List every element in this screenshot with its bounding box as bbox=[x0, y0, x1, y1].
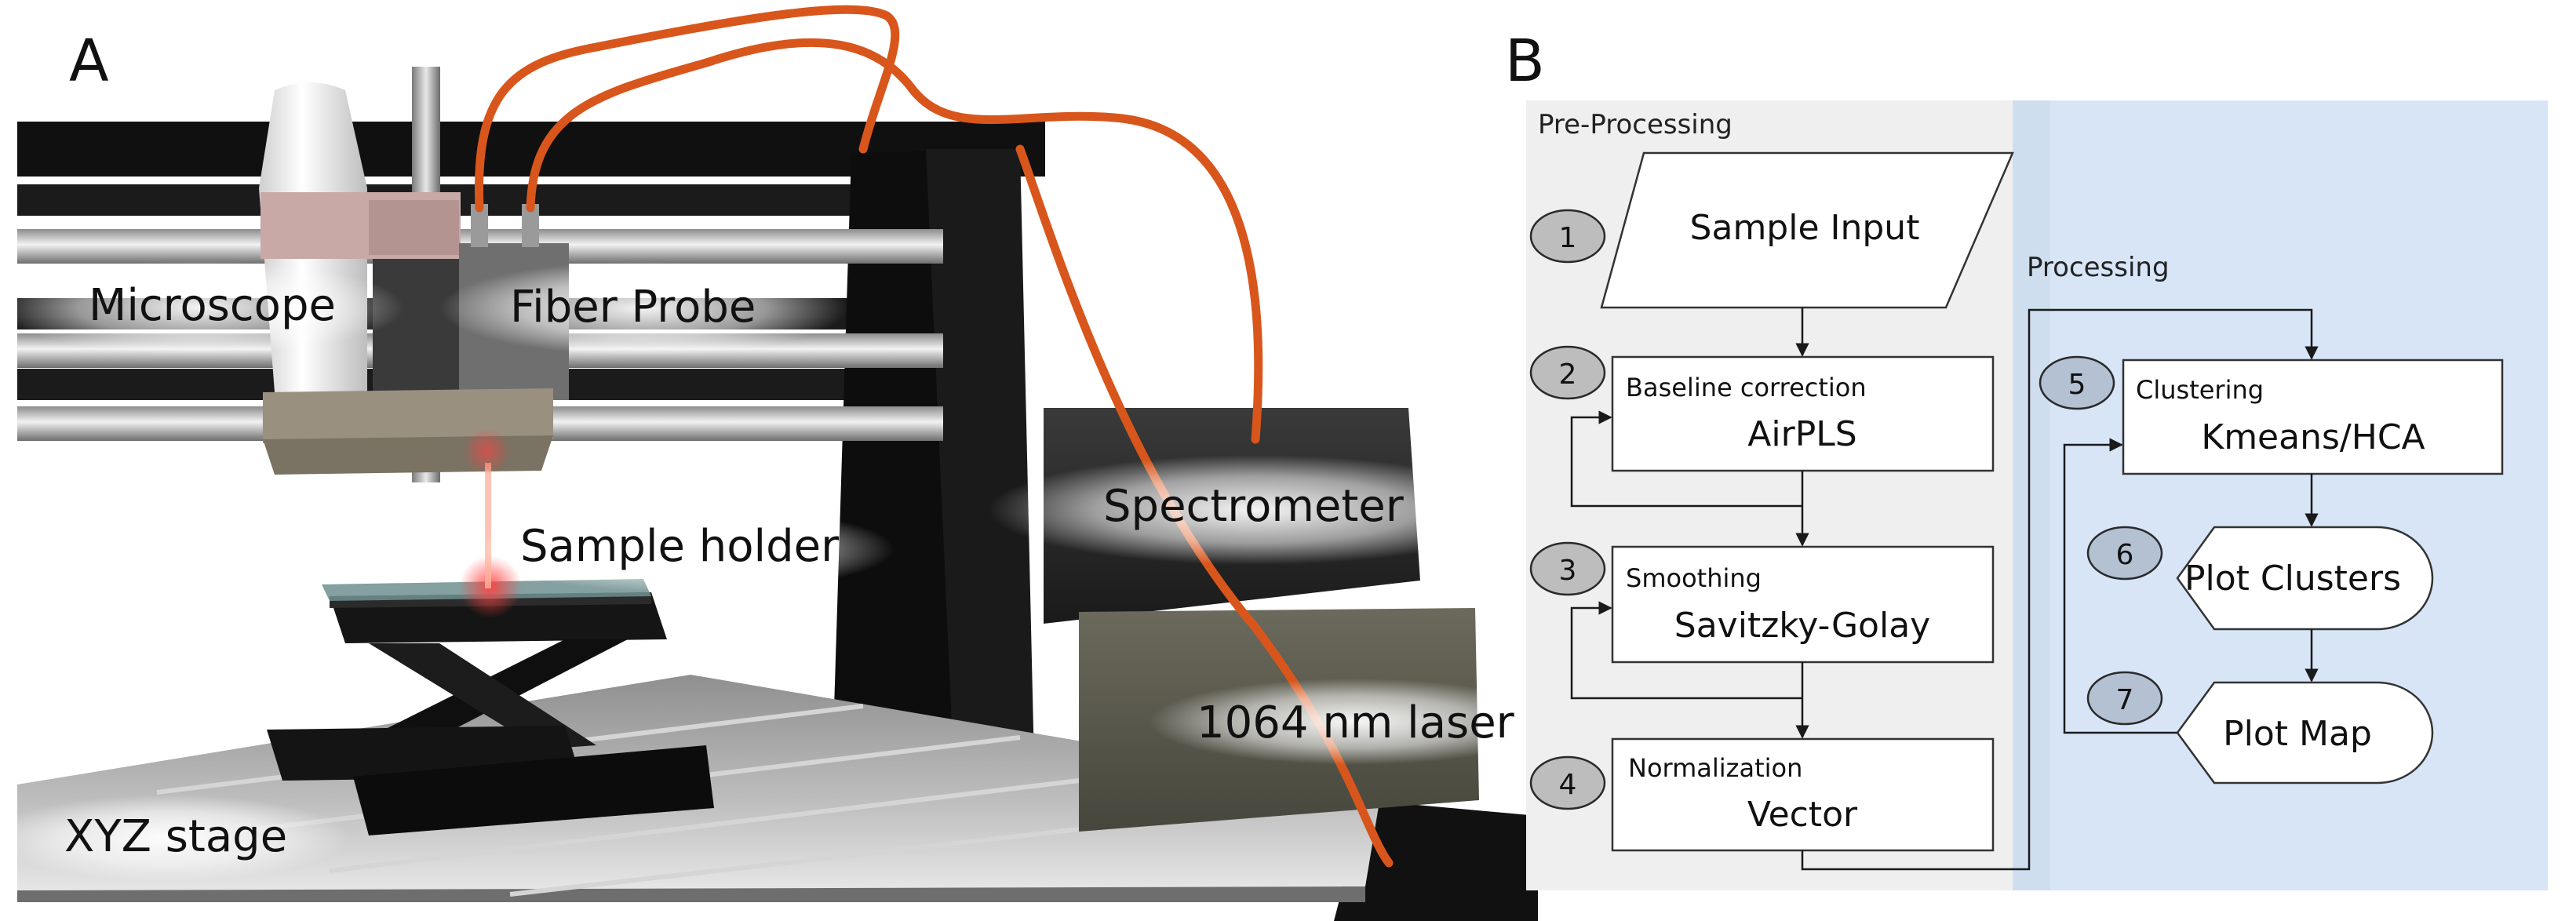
svg-text:1: 1 bbox=[1559, 222, 1577, 254]
xyz-stage-label: XYZ stage bbox=[64, 811, 287, 862]
svg-text:2: 2 bbox=[1559, 359, 1577, 391]
microscope-label: Microscope bbox=[89, 280, 336, 331]
svg-text:4: 4 bbox=[1559, 769, 1577, 801]
step-1-label: Sample Input bbox=[1690, 208, 1920, 248]
step-badges: 1 2 3 4 5 6 7 bbox=[1529, 209, 2163, 810]
fiber-probe-label: Fiber Probe bbox=[510, 282, 756, 333]
step-2-sub: Baseline correction bbox=[1626, 373, 1867, 402]
step-6-label: Plot Clusters bbox=[2184, 559, 2401, 599]
processing-title: Processing bbox=[2027, 252, 2170, 283]
panel-b-letter: B bbox=[1505, 27, 1545, 95]
step-4-normalization: Normalization Vector bbox=[1611, 737, 1995, 852]
svg-text:5: 5 bbox=[2068, 369, 2086, 401]
step-7-label: Plot Map bbox=[2223, 714, 2372, 754]
flow-connectors bbox=[1570, 308, 2319, 871]
step-3-sub: Smoothing bbox=[1626, 563, 1762, 593]
badge-7: 7 bbox=[2086, 671, 2163, 726]
svg-text:7: 7 bbox=[2116, 684, 2134, 716]
step-4-label: Vector bbox=[1747, 795, 1858, 835]
step-3-label: Savitzky-Golay bbox=[1674, 606, 1930, 646]
step-2-label: AirPLS bbox=[1747, 414, 1856, 454]
fiber-cables bbox=[474, 5, 1394, 868]
step-2-baseline: Baseline correction AirPLS bbox=[1611, 355, 1995, 472]
svg-text:6: 6 bbox=[2116, 539, 2134, 571]
preprocessing-title: Pre-Processing bbox=[1538, 109, 1733, 140]
step-4-sub: Normalization bbox=[1628, 753, 1802, 783]
step-6-plot-clusters: Plot Clusters bbox=[2176, 526, 2434, 631]
svg-text:3: 3 bbox=[1559, 555, 1577, 587]
step-5-clustering: Clustering Kmeans/HCA bbox=[2122, 359, 2504, 475]
step-1-sample-input: Sample Input bbox=[1600, 151, 2014, 309]
spectrometer-label: Spectrometer bbox=[1103, 481, 1405, 532]
step-5-sub: Clustering bbox=[2136, 375, 2264, 405]
panel-a-instrument: A Microscope Fiber Probe Sample holder S… bbox=[0, 5, 1558, 921]
panel-a-letter: A bbox=[69, 27, 109, 95]
badge-4: 4 bbox=[1529, 755, 1606, 810]
step-7-plot-map: Plot Map bbox=[2176, 681, 2434, 784]
sample-holder-label: Sample holder bbox=[520, 521, 840, 572]
badge-5: 5 bbox=[2039, 355, 2115, 410]
laser-label: 1064 nm laser bbox=[1197, 697, 1515, 748]
step-3-smoothing: Smoothing Savitzky-Golay bbox=[1611, 545, 1995, 664]
badge-2: 2 bbox=[1529, 345, 1606, 400]
badge-1: 1 bbox=[1529, 209, 1606, 264]
panel-b-flowchart: B Pre-Processing Processing Sample Input… bbox=[1505, 27, 2548, 890]
step-5-label: Kmeans/HCA bbox=[2201, 417, 2425, 457]
badge-6: 6 bbox=[2086, 526, 2163, 581]
badge-3: 3 bbox=[1529, 541, 1606, 596]
